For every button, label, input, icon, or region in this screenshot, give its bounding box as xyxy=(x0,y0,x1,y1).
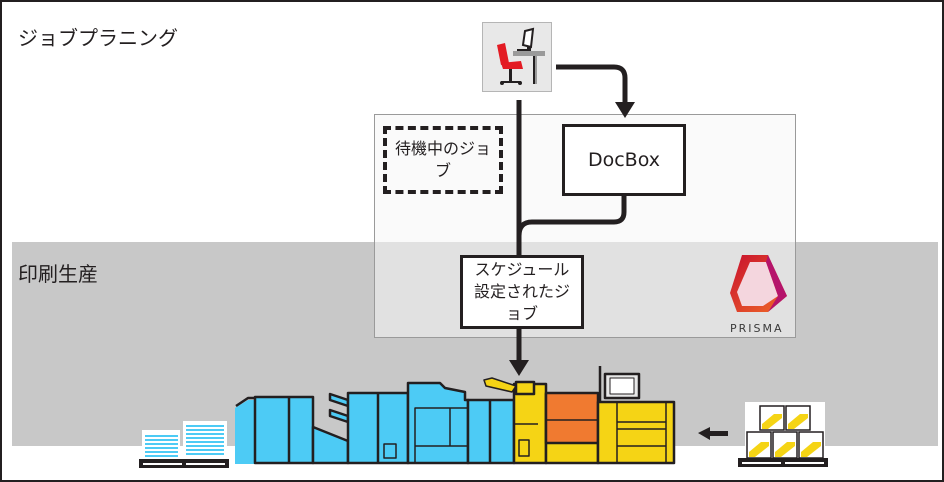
scheduled-jobs-box: スケジュール設定されたジョブ xyxy=(460,255,584,329)
input-arrow-left xyxy=(698,427,728,440)
arrow-down-to-docbox xyxy=(615,102,635,118)
waiting-jobs-label: 待機中のジョブ xyxy=(394,139,491,180)
docbox-label: DocBox xyxy=(587,149,661,171)
docbox-to-main-line xyxy=(516,194,627,237)
workstation-icon xyxy=(482,22,552,92)
scheduled-jobs-label: スケジュール設定されたジョブ xyxy=(473,260,570,323)
waiting-jobs-box: 待機中のジョブ xyxy=(383,126,503,194)
workstation-to-docbox-line xyxy=(556,64,628,104)
job-planning-label: ジョブプラニング xyxy=(18,26,178,50)
arrow-down-to-printer xyxy=(509,360,529,376)
print-production-label: 印刷生産 xyxy=(18,262,98,286)
prisma-logo-text: PRISMA xyxy=(730,322,784,335)
docbox-node: DocBox xyxy=(562,124,686,196)
